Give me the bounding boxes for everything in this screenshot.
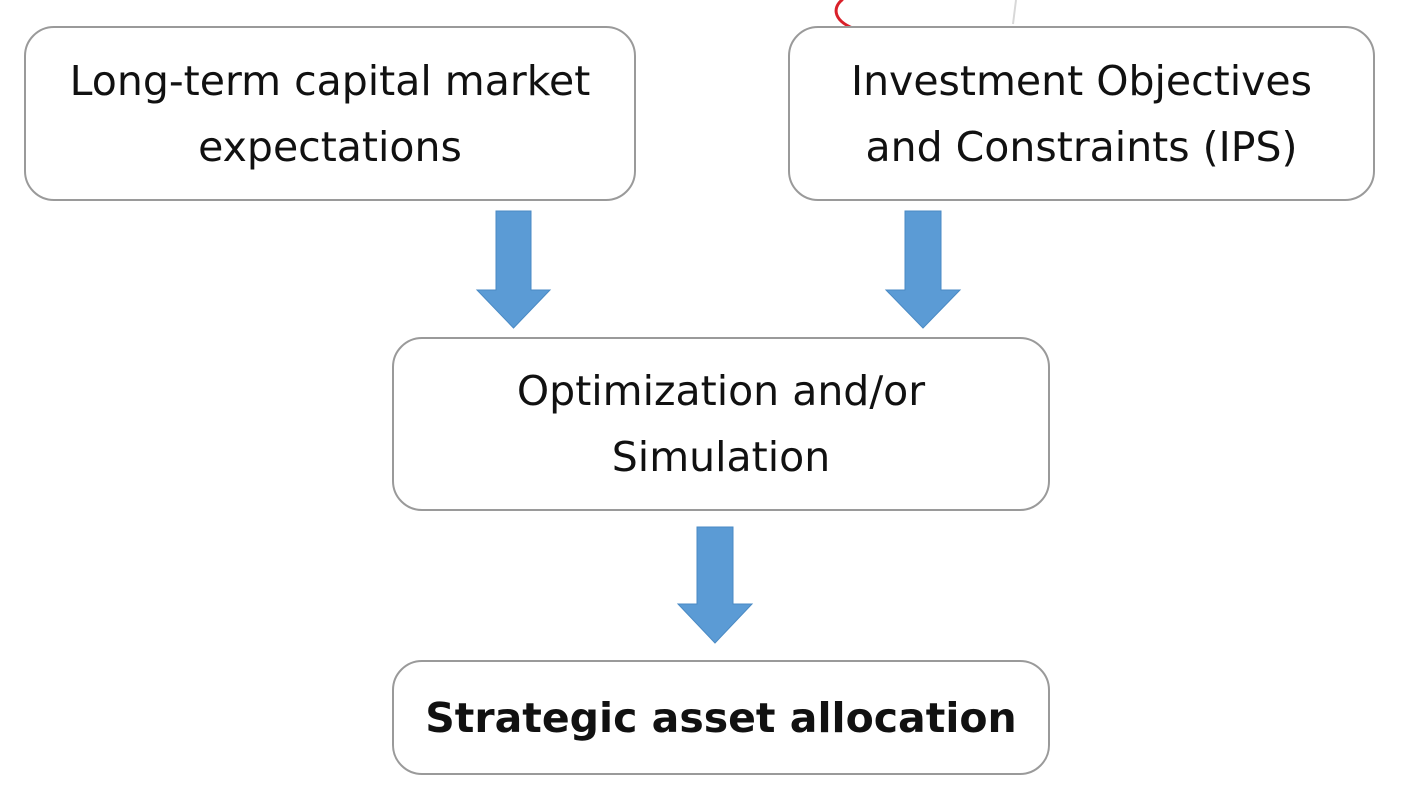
optimization-label: Optimization and/or Simulation: [516, 367, 926, 481]
capital-market-expectations-label: Long-term capital market expectations: [69, 56, 591, 171]
investment-objectives-box: Investment Objectives and Constraints (I…: [788, 26, 1375, 201]
arrow-down-center: [676, 526, 754, 644]
capital-market-expectations-box: Long-term capital market expectations: [24, 26, 636, 201]
strategic-allocation-box: Strategic asset allocation: [392, 660, 1050, 775]
optimization-box: Optimization and/or Simulation: [392, 337, 1050, 511]
arrow-down-left: [475, 210, 552, 329]
arrow-down-right: [884, 210, 962, 329]
strategic-allocation-label: Strategic asset allocation: [425, 693, 1017, 742]
investment-objectives-label: Investment Objectives and Constraints (I…: [850, 56, 1313, 171]
